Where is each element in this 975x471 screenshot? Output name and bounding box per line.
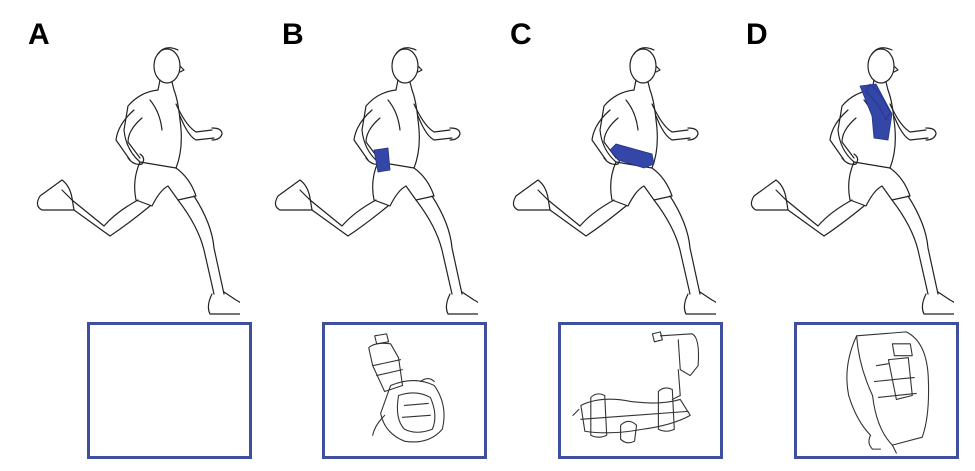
panel-b: B [238, 0, 487, 471]
gear-box [794, 322, 959, 459]
handheld-bottle-highlight [373, 147, 391, 173]
waist-belt-highlight [609, 143, 655, 169]
runner-illustration [274, 47, 478, 315]
hydration-vest-icon [846, 331, 930, 454]
gear-box [87, 322, 252, 459]
vest-highlight [859, 83, 893, 141]
panel-letter: C [510, 18, 532, 51]
empty-gear-area [90, 325, 249, 456]
panel-letter: B [282, 18, 304, 51]
gear-box [322, 322, 487, 459]
runner-illustration [36, 47, 240, 315]
runner-illustration [750, 47, 954, 315]
gear-box [558, 322, 723, 459]
panel-d: D [714, 0, 959, 471]
panel-letter: D [746, 18, 768, 51]
waist-belt-icon [572, 331, 700, 444]
runner-illustration [512, 47, 716, 315]
panel-c: C [476, 0, 723, 471]
panel-a: A [0, 0, 252, 471]
panel-letter: A [28, 18, 50, 51]
handheld-bottle-icon [368, 333, 445, 443]
vest-shoulder-strap [865, 83, 891, 121]
